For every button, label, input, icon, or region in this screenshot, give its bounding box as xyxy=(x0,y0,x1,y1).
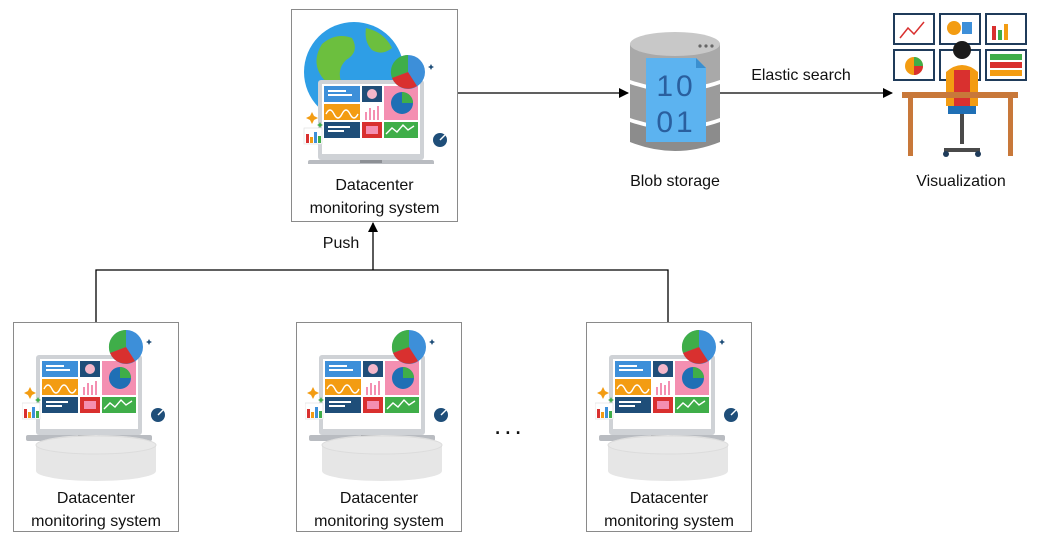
source-3-line1: Datacenter xyxy=(629,490,709,507)
source-label-1: Datacenter monitoring system xyxy=(14,487,178,533)
storage-bits-row2: 01 xyxy=(656,106,695,139)
central-node-label: Datacenter monitoring system xyxy=(292,174,457,220)
edge-label-push: Push xyxy=(322,235,360,252)
db-cylinder-icon xyxy=(35,435,157,483)
source-1-line1: Datacenter xyxy=(56,490,136,507)
source-node-2: Datacenter monitoring system xyxy=(296,322,462,532)
laptop-dashboard-icon xyxy=(305,329,449,442)
blob-storage-node: 10 01 xyxy=(620,24,730,164)
storage-bits-row1: 10 xyxy=(656,70,695,103)
db-cylinder-icon xyxy=(321,435,443,483)
storage-server-icon: 10 01 xyxy=(630,32,720,151)
laptop-dashboard-icon xyxy=(22,329,166,442)
central-label-line1: Datacenter xyxy=(335,177,414,194)
source-label-2: Datacenter monitoring system xyxy=(297,487,461,533)
storage-label: Blob storage xyxy=(630,173,720,190)
laptop-dashboard-icon xyxy=(595,329,739,442)
central-monitoring-node: Datacenter monitoring system xyxy=(291,9,458,222)
source-1-line2: monitoring system xyxy=(31,513,161,530)
central-label-line2: monitoring system xyxy=(309,200,440,217)
db-cylinder-icon xyxy=(607,435,729,483)
visualization-label: Visualization xyxy=(916,173,1006,190)
source-node-3: Datacenter monitoring system xyxy=(586,322,752,532)
source-label-3: Datacenter monitoring system xyxy=(587,487,751,533)
globe-dashboard-icon xyxy=(303,22,448,164)
source-3-line2: monitoring system xyxy=(604,513,734,530)
analyst-dashboard-icon xyxy=(893,13,1027,157)
source-node-1: Datacenter monitoring system xyxy=(13,322,179,532)
ellipsis: ... xyxy=(494,410,525,440)
visualization-node xyxy=(888,10,1033,160)
source-2-line2: monitoring system xyxy=(314,513,444,530)
edge-label-elastic-search: Elastic search xyxy=(751,67,851,84)
source-2-line1: Datacenter xyxy=(339,490,419,507)
push-bus xyxy=(95,269,669,322)
